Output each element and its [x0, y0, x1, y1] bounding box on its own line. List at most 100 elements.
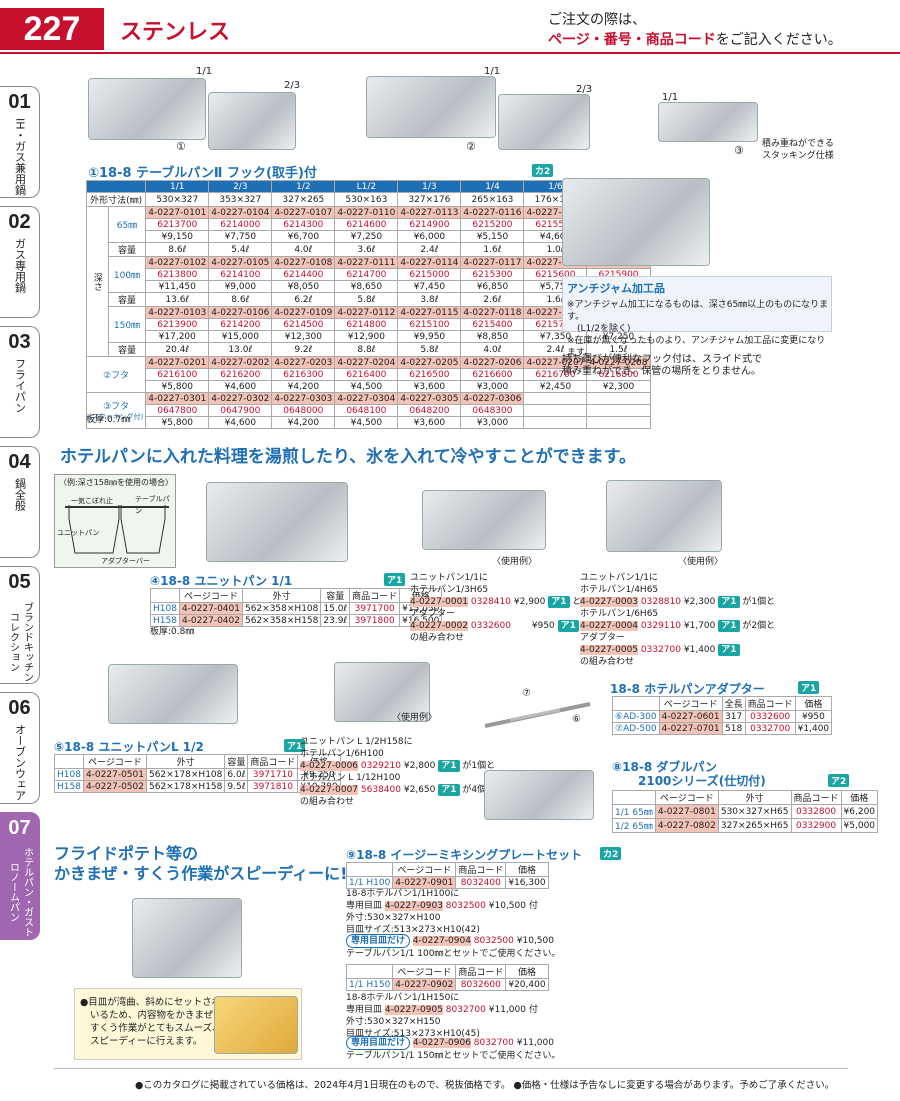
combo1-line3: アダプター: [410, 609, 456, 619]
item-code: 4-0227-0117: [460, 256, 525, 269]
combo3-line4: の組み合わせ: [300, 797, 355, 807]
double-pan-image: [484, 770, 594, 820]
table-cell: 15.0ℓ: [320, 602, 351, 615]
column-header: 外寸: [241, 588, 322, 603]
header-blank: [612, 696, 660, 711]
section9-title: ⑨18-8 イージーミキシングプレートセット: [346, 848, 583, 862]
mixing-plate-image: [132, 898, 242, 978]
price: ¥7,450: [397, 280, 462, 293]
column-header: 外寸: [145, 754, 226, 769]
item-code: 4-0227-0114: [397, 256, 462, 269]
table-cell: 4-0227-0501: [82, 768, 147, 781]
set100-plate-label: 専用目皿: [346, 901, 383, 911]
empty-cell: [586, 404, 651, 417]
item-code: 4-0227-0108: [271, 256, 336, 269]
set150-plate-code: 4-0227-0905: [384, 1005, 443, 1015]
price: ¥5,800: [145, 416, 210, 429]
table-cell: 1/1 H100: [345, 876, 394, 889]
column-header: 外寸: [717, 790, 792, 805]
item-code: 4-0227-0103: [145, 306, 210, 319]
price: ¥4,600: [208, 416, 273, 429]
column-header: 容量: [224, 754, 249, 769]
order-note: ご注文の際は、 ページ・番号・商品コードをご記入ください。: [548, 10, 842, 50]
combo3-pcode2: 5638400: [360, 785, 401, 795]
unit-pan-diagram: 〈例:深さ158㎜を使用の場合〉 テーブルパン ユニットパン アダプターバー 一…: [54, 474, 176, 568]
table-cell: 562×178×H158: [145, 780, 226, 793]
capacity: 4.0ℓ: [271, 242, 336, 257]
diagram-title: 〈例:深さ158㎜を使用の場合〉: [59, 478, 173, 487]
product-code: 6216200: [208, 368, 273, 381]
table-cell: 4-0227-0802: [654, 818, 719, 833]
lid-1-1-image: [366, 76, 496, 138]
item-code: 4-0227-0304: [334, 392, 399, 405]
combo3-pcode1: 0329210: [360, 761, 401, 771]
price: ¥6,850: [460, 280, 525, 293]
item-code: 4-0227-0102: [145, 256, 210, 269]
capacity: 2.6ℓ: [460, 292, 525, 307]
combo2-price3: ¥1,400: [683, 645, 716, 655]
price: ¥3,000: [460, 380, 525, 393]
table-cell: 4-0227-0901: [392, 876, 457, 889]
dims-cell: 530×163: [334, 192, 399, 207]
price: ¥2,300: [586, 380, 651, 393]
set100-plate-price: ¥10,500: [488, 901, 526, 911]
price: ¥8,050: [271, 280, 336, 293]
plate-only-150-label: 専用目皿だけ: [346, 1036, 411, 1050]
combo1-price2: ¥950: [531, 621, 555, 631]
tab-number: 05: [8, 571, 31, 593]
footer-divider: [54, 1068, 848, 1069]
combo2-line1: ユニットパン1/1に: [580, 573, 658, 583]
table-cell: 317: [721, 710, 746, 723]
product-code: 6216300: [271, 368, 336, 381]
combo3-qty2: が4個: [462, 785, 487, 795]
futa3-sub: (スタッキング付): [89, 413, 144, 421]
plate-only-150-pcode: 8032700: [473, 1038, 514, 1048]
column-header: ページコード: [82, 754, 147, 769]
item-code: 4-0227-0113: [397, 206, 462, 219]
item-code: 4-0227-0208: [586, 356, 651, 369]
combo3-qty1: が1個と: [462, 761, 496, 771]
column-header: 商品コード: [349, 588, 401, 603]
capacity-label: 容量: [107, 342, 147, 357]
combo2-pcode2: 0329110: [640, 621, 681, 631]
price: ¥3,600: [397, 416, 462, 429]
item-code: 4-0227-0205: [397, 356, 462, 369]
table-cell: 518: [721, 722, 746, 735]
section4-title: ④18-8 ユニットパン 1/1: [150, 574, 293, 588]
combo2-image: [606, 480, 722, 552]
product-code: 6214800: [334, 318, 399, 331]
combo3-line1: ユニットパン L 1/2H158に: [300, 737, 413, 747]
anti-jam-closeup-image: [562, 178, 710, 266]
tab-05[interactable]: 05 ブランドキッチンコレクション: [0, 566, 40, 684]
set150-plate-with: 付: [528, 1005, 538, 1015]
futa-price-row: ¥5,800¥4,600¥4,200¥4,500¥3,600¥3,000¥2,4…: [87, 380, 651, 393]
label-1-1b: 1/1: [484, 66, 501, 77]
diagram-drawing: [65, 505, 169, 554]
capacity: 9.2ℓ: [271, 342, 336, 357]
tab-label: ブランドキッチンコレクション: [7, 602, 33, 682]
stacking-note-2: スタッキング仕様: [762, 151, 834, 161]
section1-badge: カ2: [532, 164, 554, 177]
combo2-row2: 4-0227-0004 0329110 ¥1,700 ア1 が2個と: [580, 620, 776, 632]
dims-cell: 265×163: [460, 192, 525, 207]
lid-2-3-image: [498, 94, 590, 150]
set150-plate-price: ¥11,000: [488, 1005, 526, 1015]
anti-jam-notes: ※アンチジャム加工になるものは、深さ65㎜以上のものになります。 (L1/2を除…: [563, 299, 831, 359]
header-blank: [85, 180, 147, 193]
fry-note-1: ●目皿が湾曲、斜めにセットされて: [80, 997, 231, 1008]
anti-jam-box: アンチジャム加工品 ※アンチジャム加工になるものは、深さ65㎜以上のものになりま…: [562, 276, 832, 358]
caption-3: ③: [734, 144, 744, 157]
product-code: 6213700: [145, 218, 210, 231]
order-note-rest: をご記入ください。: [715, 32, 842, 48]
set100-outer: 外寸:530×327×H100: [346, 913, 441, 923]
combo1-line4: の組み合わせ: [410, 633, 465, 643]
